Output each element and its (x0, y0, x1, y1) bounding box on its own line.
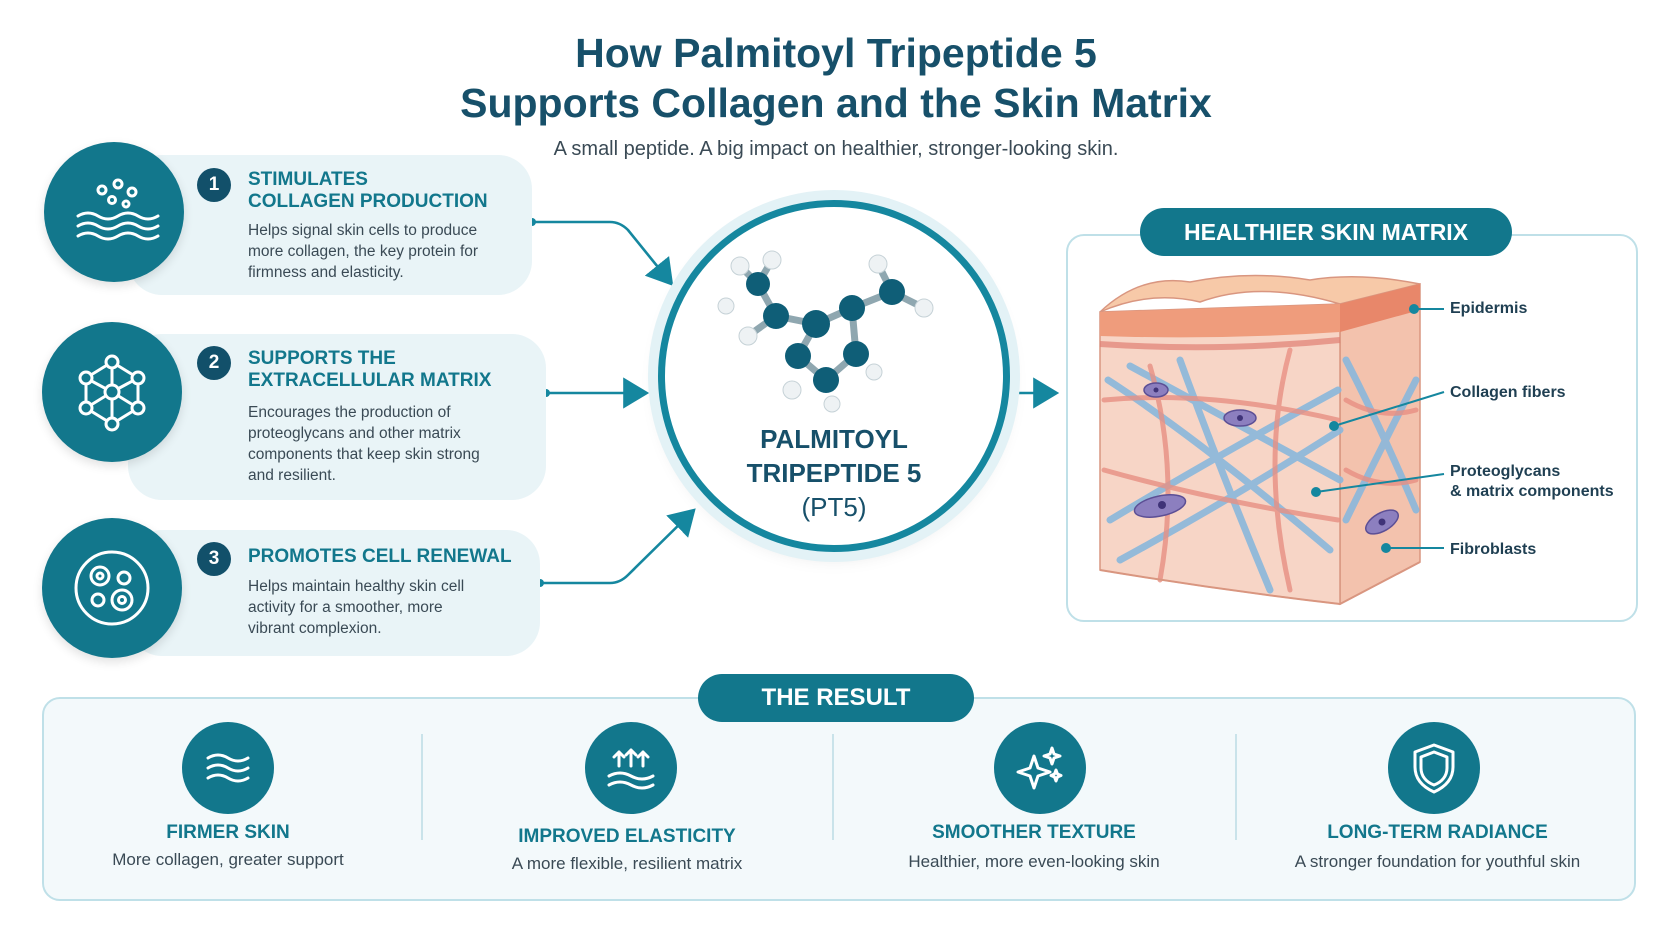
step-circle-3 (42, 518, 182, 658)
center-peptide-abbreviation: (PT5) (801, 492, 867, 522)
skin-cross-section-illustration (1099, 274, 1421, 606)
result-description-3: Healthier, more even-looking skin (908, 852, 1160, 871)
result-title-4: LONG-TERM RADIANCE (1327, 822, 1548, 843)
waves-icon (206, 753, 250, 783)
step-title-1: STIMULATES COLLAGEN PRODUCTION (248, 169, 488, 212)
result-description-2: A more flexible, resilient matrix (511, 854, 743, 873)
step-description-3: Helps maintain healthy skin cell activit… (248, 578, 465, 637)
result-description-4: A stronger foundation for youthful skin (1294, 852, 1581, 871)
label-collagen-fibers: Collagen fibers (1450, 384, 1566, 401)
result-divider-2 (832, 734, 834, 840)
result-divider-3 (1235, 734, 1237, 840)
result-circle-4 (1388, 722, 1480, 814)
step-card-3 (128, 530, 540, 656)
step-title-3: PROMOTES CELL RENEWAL (248, 546, 512, 567)
page-title: How Palmitoyl Tripeptide 5 Supports Coll… (0, 28, 1672, 128)
result-divider-1 (421, 734, 423, 840)
label-epidermis: Epidermis (1450, 300, 1528, 317)
skin-matrix-heading: HEALTHIER SKIN MATRIX (1140, 208, 1512, 256)
label-fibroblasts: Fibroblasts (1450, 541, 1537, 558)
arrows-up-icon (607, 748, 655, 790)
step-circle-2 (42, 322, 182, 462)
result-circle-1 (182, 722, 274, 814)
page-subtitle: A small peptide. A big impact on healthi… (553, 138, 1119, 160)
cells-icon (74, 550, 150, 626)
result-circle-2 (585, 722, 677, 814)
molecule-icon (717, 250, 934, 413)
title-line-1: How Palmitoyl Tripeptide 5 (575, 30, 1097, 76)
sparkles-icon (1016, 746, 1063, 790)
result-title-3: SMOOTHER TEXTURE (932, 822, 1136, 843)
title-line-2: Supports Collagen and the Skin Matrix (460, 80, 1212, 126)
center-peptide-name: PALMITOYL TRIPEPTIDE 5 (746, 424, 922, 488)
step-number-3: 3 (197, 542, 231, 576)
label-proteoglycans: Proteoglycans & matrix components (1450, 463, 1614, 500)
step-circle-1 (44, 142, 184, 282)
result-title-2: IMPROVED ELASTICITY (518, 826, 736, 847)
step-title-2: SUPPORTS THE EXTRACELLULAR MATRIX (248, 348, 492, 391)
result-title-1: FIRMER SKIN (166, 822, 290, 843)
result-circle-3 (994, 722, 1086, 814)
step-card-1 (128, 155, 532, 295)
step-number-1: 1 (197, 168, 231, 202)
step-number-2: 2 (197, 346, 231, 380)
shield-icon (1413, 743, 1455, 794)
step-description-1: Helps signal skin cells to produce more … (248, 222, 479, 281)
collagen-waves-icon (76, 178, 160, 241)
result-description-1: More collagen, greater support (112, 850, 344, 869)
result-heading: THE RESULT (698, 674, 974, 722)
step-description-2: Encourages the production of proteoglyca… (248, 404, 480, 484)
matrix-network-icon (78, 354, 146, 432)
